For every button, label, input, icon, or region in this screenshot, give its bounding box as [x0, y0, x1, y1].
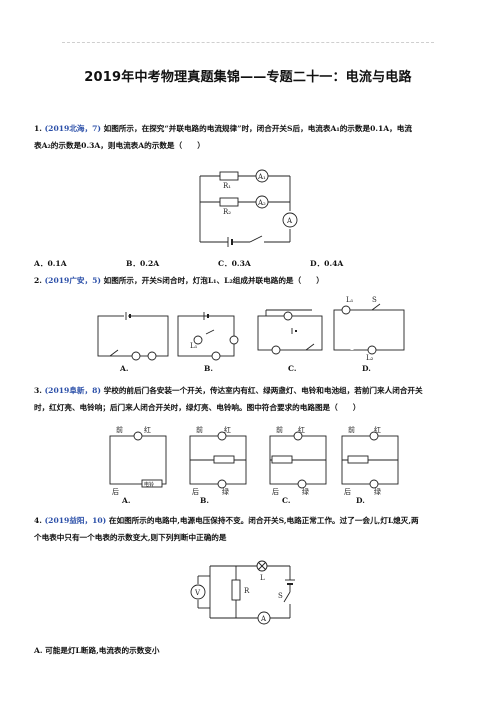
option-a[interactable]: A.	[122, 496, 131, 505]
label-s: S	[278, 592, 283, 600]
label-r: R	[244, 587, 250, 595]
q2-circuit-b: L₁	[177, 312, 239, 361]
question-source: (2019益阳，10)	[44, 516, 107, 525]
option-a[interactable]: A.	[120, 364, 129, 373]
label-a: A	[286, 217, 293, 225]
label-v: V	[194, 589, 201, 597]
question-source: (2019广安，5)	[44, 276, 101, 285]
label-front: 前	[348, 425, 355, 434]
label-green: 绿	[302, 487, 309, 496]
option-c[interactable]: C.	[282, 496, 291, 505]
label-front: 前	[276, 425, 283, 434]
question-text: 个电表中只有一个电表的示数变大,则下列判断中正确的是	[34, 533, 227, 542]
question-number: 1.	[34, 124, 42, 133]
label-l2: L₂	[366, 354, 374, 362]
ammeter-a	[257, 611, 271, 625]
option-d[interactable]: D.	[356, 496, 365, 505]
question-text: 在如图所示的电路中,电源电压保持不变。闭合开关S,电路正常工作。过了一会儿,灯L…	[108, 516, 419, 525]
question-number: 3.	[34, 386, 42, 395]
label-r2: R₂	[223, 208, 231, 216]
label-r1: R₁	[223, 182, 231, 190]
option-c[interactable]: C.	[288, 364, 297, 373]
q2-circuit-c	[257, 309, 323, 355]
q3-circuit-b: 前 红 后 绿	[189, 425, 247, 496]
page-title: 2019年中考物理真题集锦——专题二十一：电流与电路	[84, 70, 412, 85]
label-l1: L₁	[190, 342, 198, 350]
label-bell: 电铃	[144, 481, 154, 488]
option-d[interactable]: D.	[362, 364, 371, 373]
resistor-r	[231, 579, 241, 601]
question-1-text: 1. (2019北海，7) 如图所示，在探究“并联电路的电流规律”时，闭合开关S…	[34, 120, 474, 154]
label-back: 后	[112, 487, 119, 496]
label-red: 红	[298, 425, 305, 434]
option-a[interactable]: A．0.1A	[34, 259, 67, 268]
q3-circuit-d: 前 红 后 绿	[341, 425, 399, 496]
question-4-text: 4. (2019益阳，10) 在如图所示的电路中,电源电压保持不变。闭合开关S,…	[34, 512, 474, 546]
header-divider	[62, 42, 434, 43]
question-source: (2019北海，7)	[44, 124, 101, 133]
question-text: 学校的前后门各安装一个开关，传达室内有红、绿两盏灯、电铃和电池组，若前门来人闭合…	[103, 386, 423, 395]
label-front: 前	[116, 425, 123, 434]
label-red: 红	[374, 425, 381, 434]
label-l: L	[260, 574, 265, 582]
question-2-text: 2. (2019广安，5) 如图所示，开关S闭合时，灯泡L₁、L₂组成并联电路的…	[34, 272, 474, 289]
question-text: 如图所示，在探究“并联电路的电流规律”时，闭合开关S后，电流表A₁的示数是0.1…	[103, 124, 412, 133]
question-text: 时，红灯亮、电铃响；后门来人闭合开关时，绿灯亮、电铃响。图中符合要求的电路图是（…	[34, 403, 361, 412]
voltmeter-v	[190, 584, 206, 600]
label-a1: A₁	[257, 173, 266, 181]
label-l1: L₁	[346, 296, 354, 304]
label-red: 红	[224, 425, 231, 434]
label-a2: A₂	[257, 199, 266, 207]
question-3-text: 3. (2019阜新，8) 学校的前后门各安装一个开关，传达室内有红、绿两盏灯、…	[34, 382, 474, 416]
label-green: 绿	[374, 487, 381, 496]
q3-circuit-a: 前 红 后 电铃	[109, 425, 167, 496]
resistor-r2	[219, 197, 239, 207]
question-number: 2.	[34, 276, 42, 285]
q1-circuit-diagram: R₁ R₂ A₁ A₂ A	[199, 169, 298, 247]
switch	[249, 235, 263, 243]
q4-circuit-diagram: V R L S A	[190, 560, 295, 625]
label-s: S	[372, 296, 377, 304]
q4-option-a[interactable]: A. 可能是灯L断路,电流表的示数变小	[34, 646, 160, 655]
label-a: A	[260, 615, 267, 623]
label-back: 后	[192, 487, 199, 496]
label-green: 绿	[222, 487, 229, 496]
label-red: 红	[144, 425, 151, 434]
q2-circuit-d: L₁ S L₂	[333, 296, 405, 362]
label-front: 前	[196, 425, 203, 434]
question-source: (2019阜新，8)	[44, 386, 101, 395]
label-back: 后	[272, 487, 279, 496]
option-b[interactable]: B．0.2A	[126, 259, 160, 268]
resistor-r1	[219, 171, 239, 181]
switch-s	[283, 591, 291, 603]
option-b[interactable]: B.	[200, 496, 209, 505]
label-back: 后	[344, 487, 351, 496]
question-number: 4.	[34, 516, 42, 525]
option-c[interactable]: C．0.3A	[218, 259, 251, 268]
q1-options: A．0.1A B．0.2A C．0.3A D．0.4A	[34, 258, 402, 269]
option-b[interactable]: B.	[204, 364, 213, 373]
question-text: 如图所示，开关S闭合时，灯泡L₁、L₂组成并联电路的是（ ）	[103, 276, 324, 285]
q3-circuit-c: 前 红 后 绿	[269, 425, 327, 496]
option-d[interactable]: D．0.4A	[310, 259, 344, 268]
question-text: 表A₂的示数是0.3A，则电流表A的示数是（ ）	[34, 141, 205, 150]
q2-circuit-a	[97, 312, 169, 361]
ammeter-a	[282, 212, 298, 228]
